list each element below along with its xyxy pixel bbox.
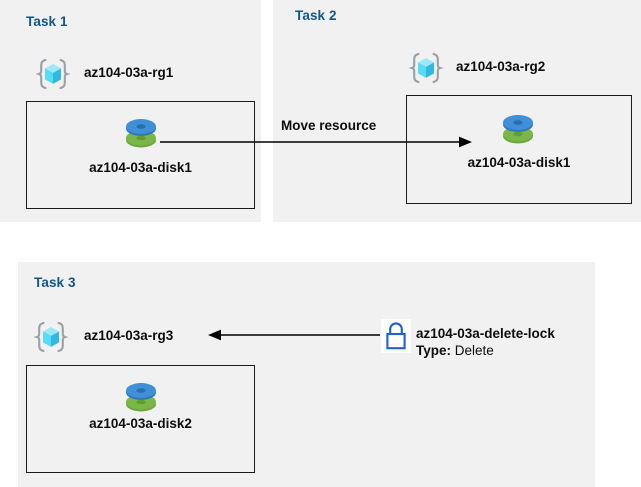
move-resource-arrow xyxy=(160,128,480,156)
resource-group-box-task-1 xyxy=(26,101,255,209)
padlock-icon xyxy=(381,319,411,353)
managed-disk-label-task-1: az104-03a-disk1 xyxy=(89,160,192,175)
delete-lock-type-value: Delete xyxy=(454,343,494,358)
resource-group-label-task-1: az104-03a-rg1 xyxy=(84,65,174,80)
delete-lock-type-line: Type: Delete xyxy=(416,343,494,358)
managed-disk-icon xyxy=(120,114,162,154)
resource-group-icon xyxy=(408,51,444,85)
delete-lock-arrow xyxy=(200,322,380,348)
panel-title-task-2: Task 2 xyxy=(295,8,337,23)
managed-disk-icon xyxy=(120,378,162,418)
delete-lock-type-key: Type: xyxy=(416,343,452,358)
panel-title-task-1: Task 1 xyxy=(26,14,68,29)
move-resource-label: Move resource xyxy=(281,118,377,133)
resource-group-icon xyxy=(35,57,71,91)
resource-group-box-task-2 xyxy=(406,95,632,204)
delete-lock-name-label: az104-03a-delete-lock xyxy=(416,326,555,341)
managed-disk-label-task-3: az104-03a-disk2 xyxy=(89,416,192,431)
resource-group-box-task-3 xyxy=(26,365,255,473)
resource-group-icon xyxy=(33,320,69,354)
resource-group-label-task-3: az104-03a-rg3 xyxy=(84,328,174,343)
resource-group-label-task-2: az104-03a-rg2 xyxy=(456,59,546,74)
panel-title-task-3: Task 3 xyxy=(34,275,76,290)
managed-disk-icon xyxy=(497,110,539,150)
managed-disk-label-task-2: az104-03a-disk1 xyxy=(467,155,571,170)
